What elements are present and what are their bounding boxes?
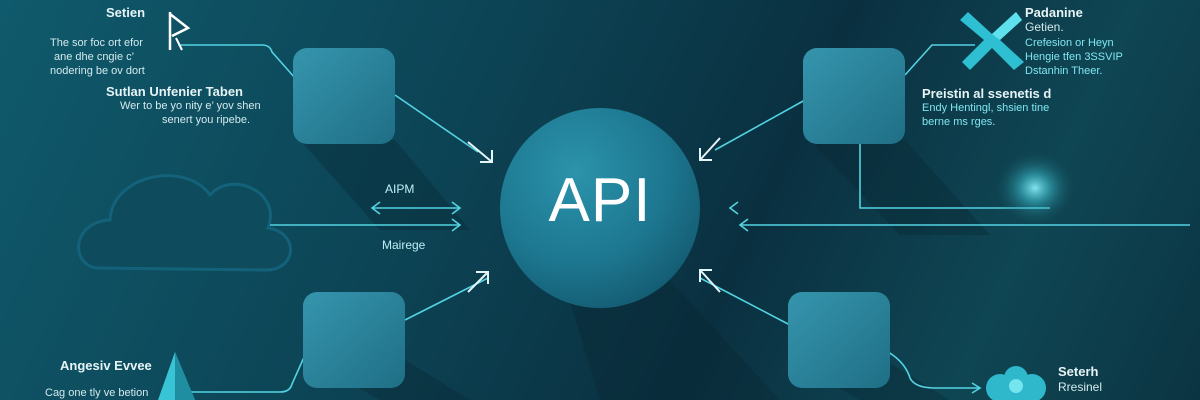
panel-top-left-line-2: ane dhe cngie c’	[54, 51, 135, 63]
connector-label-mairege: Mairege	[382, 238, 426, 252]
arrow-marker-bottom-left	[467, 271, 489, 293]
arrow-marker-top-left	[467, 141, 493, 163]
arrow-marker-top-right	[699, 137, 721, 161]
wire-node-tr-to-hub	[714, 99, 806, 151]
panel-mid-left-line-2: senert you ripebe.	[162, 114, 251, 126]
wire-right-to-hub	[859, 135, 1050, 209]
panel-mid-left-title: Sutlan Unfenier Taben	[106, 84, 243, 99]
connector-lines	[178, 44, 1190, 393]
wire-bottom-left	[185, 354, 306, 393]
flag-icon	[168, 12, 191, 51]
panel-mid-right-line-1: Endy Hentingl, shsien tine	[922, 102, 1050, 114]
panel-top-left-line-3: nodering be ov dort	[50, 65, 145, 77]
panel-top-right-line-4: Dstanhin Theer.	[1025, 65, 1103, 77]
node-square-top-right	[803, 48, 905, 144]
panel-bottom-right-line-1: Rresinel	[1058, 380, 1103, 394]
wire-top-left	[178, 44, 296, 79]
panel-bottom-right-title: Seterh	[1058, 364, 1099, 379]
wire-bottom-right	[887, 351, 980, 389]
api-hub-label: API	[548, 166, 652, 235]
node-square-bottom-left	[303, 292, 405, 388]
panel-top-right-line-2: Crefesion or Heyn	[1025, 37, 1114, 49]
wire-node-tl-to-hub	[394, 94, 479, 153]
arrow-heads	[370, 201, 982, 394]
panel-top-right-title: Padanine	[1025, 5, 1083, 20]
wire-top-right	[904, 44, 975, 76]
panel-top-right-line-3: Hengie tfen 3SSVIP	[1025, 51, 1123, 63]
fan-icon	[986, 366, 1046, 400]
cloud-icon	[77, 174, 292, 272]
panel-bottom-left-line-1: Cag one tly ve betion	[45, 387, 149, 399]
x-shape-icon	[960, 12, 1024, 70]
panel-mid-right-line-2: berne ms rges.	[922, 116, 996, 128]
panel-bottom-left-title: Angesiv Evvee	[60, 358, 152, 373]
node-square-top-left	[293, 48, 395, 144]
cone-icon	[158, 352, 195, 400]
connector-label-aipm: AIPM	[385, 182, 415, 196]
panel-top-left-title: Setien	[106, 5, 146, 20]
panel-mid-right-title: Preistin al ssenetis d	[922, 86, 1052, 101]
arrow-marker-bottom-right	[699, 269, 721, 293]
panel-mid-left-line-1: Wer to be yo nity e’ yov shen	[120, 100, 261, 112]
api-hub-circle	[500, 108, 700, 308]
panel-top-right-line-1: Getien.	[1025, 20, 1064, 34]
panel-top-left-line-1: The sor foc ort efor	[50, 37, 143, 49]
node-square-bottom-right	[788, 292, 890, 388]
glow-orb	[993, 150, 1077, 226]
hub-arrow-markers	[467, 137, 721, 293]
